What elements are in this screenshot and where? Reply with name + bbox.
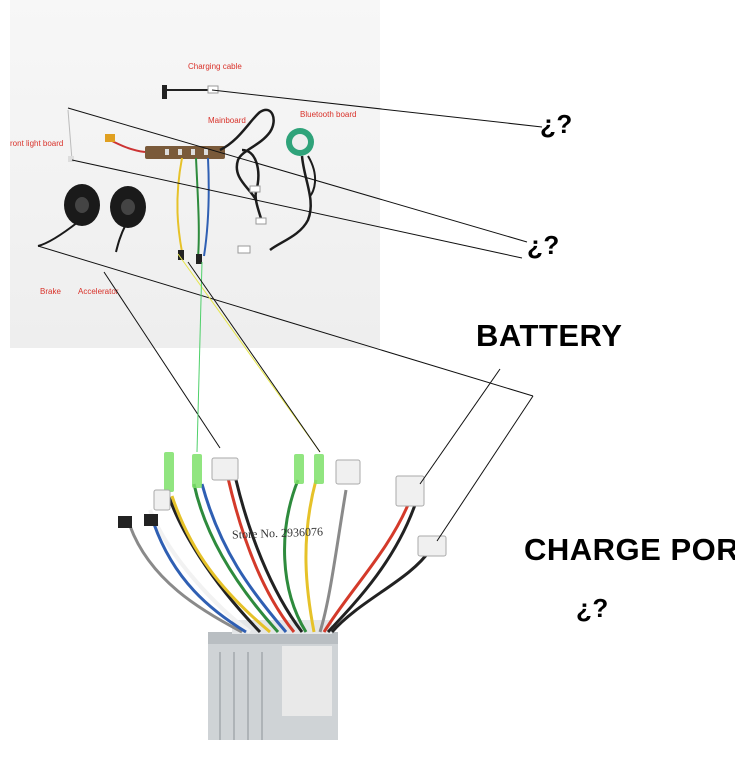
label-bluetooth-board: Bluetooth board xyxy=(300,110,357,119)
label-brake: Brake xyxy=(40,287,61,296)
label-front-light-board: ront light board xyxy=(10,139,64,148)
leader-green xyxy=(196,261,203,453)
mainboard xyxy=(105,108,275,264)
label-mainboard: Mainboard xyxy=(208,116,246,125)
charging-cable xyxy=(162,85,219,99)
controller-box xyxy=(208,620,338,740)
front-light-board xyxy=(67,109,74,162)
parts-drawing xyxy=(37,85,316,264)
leader-q2-b xyxy=(71,159,523,259)
leader-charge-port xyxy=(436,395,534,542)
bluetooth-board xyxy=(237,128,316,254)
question-mark-3: ¿? xyxy=(576,593,609,623)
question-mark-2: ¿? xyxy=(527,230,560,260)
controller-photo: Store No. 2936076 xyxy=(110,440,470,740)
connectors xyxy=(118,452,447,557)
leader-battery xyxy=(419,368,501,485)
accelerator-throttle xyxy=(110,186,146,253)
leader-q1-a xyxy=(211,89,543,128)
label-accelerator: Accelerator xyxy=(78,287,119,296)
question-mark-1: ¿? xyxy=(540,109,573,139)
leader-accelerator xyxy=(103,271,221,449)
controller-drawing xyxy=(118,452,447,740)
leader-mainboard-blue xyxy=(187,261,321,453)
label-charging-cable: Charging cable xyxy=(188,62,242,71)
leader-brake xyxy=(37,245,534,397)
battery-label: BATTERY xyxy=(476,318,623,353)
leader-q2-a xyxy=(67,107,528,243)
brake-lever xyxy=(37,184,100,247)
controller-wires xyxy=(128,477,432,634)
parts-photo: Charging cable Mainboard Bluetooth board… xyxy=(10,0,380,348)
charge-port-label: CHARGE PORT xyxy=(524,532,735,567)
